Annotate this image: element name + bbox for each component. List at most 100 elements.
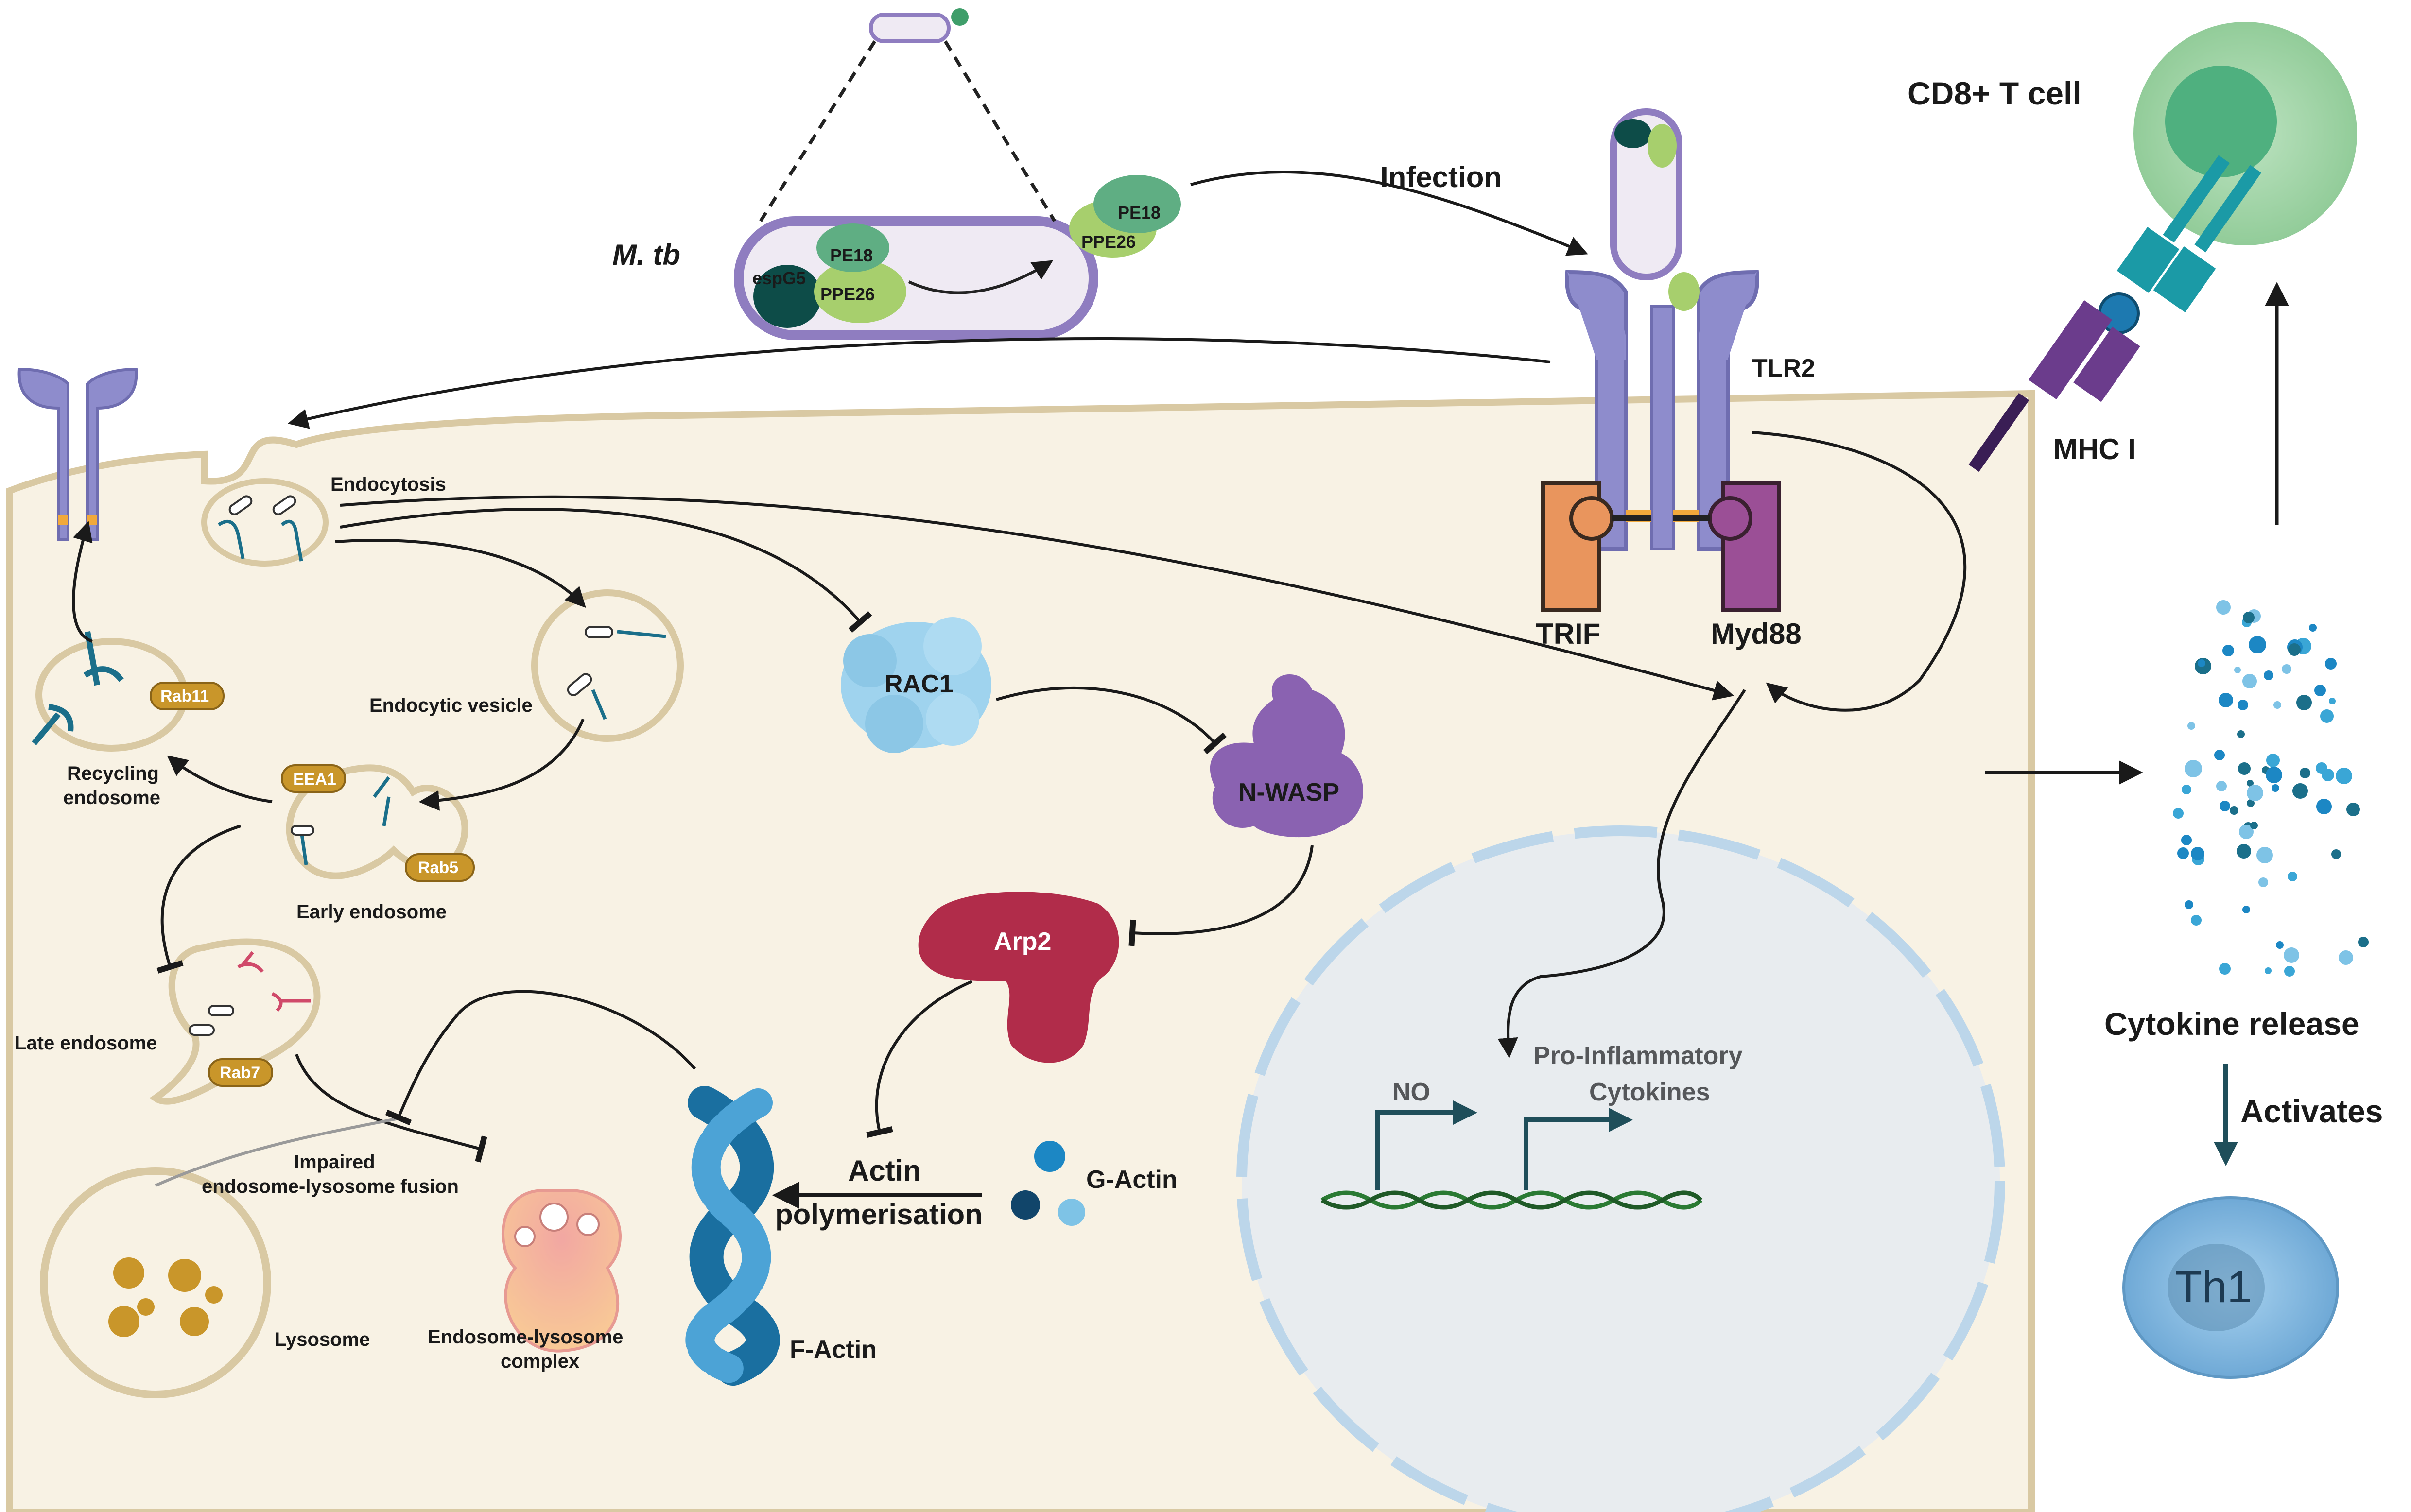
recycling-label-1: Recycling <box>67 763 159 784</box>
pro-inflammatory-label: Pro-Inflammatory <box>1533 1042 1743 1070</box>
early-endosome-label: Early endosome <box>296 901 447 923</box>
cytokine-particle <box>2242 674 2257 688</box>
activates-label: Activates <box>2240 1093 2383 1129</box>
myd88-label: Myd88 <box>1711 618 1802 650</box>
rab11-badge: Rab11 <box>150 682 225 710</box>
recycled-receptor-icon <box>17 367 138 541</box>
f-actin-filament-icon <box>685 1086 780 1387</box>
late-endosome-icon <box>149 938 321 1105</box>
cytokine-particle <box>2296 695 2312 710</box>
endocytosis-to-myd88-arrow <box>340 495 1735 701</box>
cd8-t-cell-icon <box>2133 22 2357 245</box>
cytokine-particles-icon <box>2173 600 2369 977</box>
early-to-late-inhibition <box>156 825 241 974</box>
cytokine-particle <box>2336 768 2352 784</box>
cytokine-particle <box>2243 612 2255 623</box>
endosome-lysosome-complex-icon <box>502 1189 622 1353</box>
trif-label: TRIF <box>1536 618 1600 650</box>
nwasp-to-arp2-inhibition <box>1128 845 1314 946</box>
cytokine-promoter-arrow <box>1524 1108 1633 1190</box>
arp2-to-polymerisation-inhibition <box>866 980 973 1138</box>
mhc-label: MHC I <box>2053 433 2136 465</box>
cytokine-release-label: Cytokine release <box>2104 1006 2359 1042</box>
polymerisation-label: polymerisation <box>775 1198 983 1231</box>
endocytosis-to-rac1-inhibition <box>340 508 872 633</box>
cytokine-particle <box>2264 670 2273 680</box>
cytokine-particle <box>2316 799 2332 814</box>
cytokine-particle <box>2242 906 2250 913</box>
cytokine-particle <box>2273 701 2281 709</box>
late-to-complex-inhibition <box>295 1053 487 1163</box>
pe18-ppe26-complex-outside <box>1069 175 1181 258</box>
cytokine-particle <box>2191 847 2204 860</box>
rab11-label: Rab11 <box>160 687 209 705</box>
cytokine-particle <box>2292 783 2308 799</box>
cytokine-particle <box>2237 730 2245 738</box>
cytokine-particle <box>2284 966 2295 977</box>
m-tb-label: M. tb <box>612 239 680 271</box>
myd88-to-nucleus-arrow <box>1497 689 1746 1059</box>
cytokine-particle <box>2314 685 2326 696</box>
myd88-feedback-arrow <box>1752 431 1967 712</box>
arp2-label: Arp2 <box>994 928 1051 956</box>
cd8-label: CD8+ T cell <box>1908 75 2081 111</box>
eea1-label: EEA1 <box>293 770 336 789</box>
dna-icon <box>1320 1190 1703 1210</box>
endocytosis-pit-icon <box>201 478 329 567</box>
eea1-badge: EEA1 <box>281 764 346 793</box>
rab7-badge: Rab7 <box>208 1058 273 1087</box>
endocytosis-label: Endocytosis <box>330 474 446 495</box>
pe18-label-inside: PE18 <box>830 245 873 265</box>
cytokine-particle <box>2284 947 2299 963</box>
cytokine-particle <box>2182 785 2191 794</box>
factin-to-fusion-inhibition <box>385 990 696 1126</box>
cytokine-particle <box>2309 624 2317 632</box>
ppe26-label-inside: PPE26 <box>820 284 875 304</box>
cytokine-particle <box>2177 847 2189 859</box>
ppe26-label-outside: PPE26 <box>1081 232 1136 252</box>
cytokine-particle <box>2329 698 2336 704</box>
cytokine-particle <box>2247 785 2263 801</box>
cytokine-particle <box>2181 835 2192 845</box>
cytokine-particle <box>2234 667 2241 673</box>
rab5-badge: Rab5 <box>405 853 475 882</box>
trif-adaptor-icon <box>1541 481 1651 612</box>
th1-label: Th1 <box>2175 1262 2252 1312</box>
rac1-to-nwasp-inhibition <box>996 686 1227 755</box>
rab7-label: Rab7 <box>220 1064 260 1082</box>
endocytic-vesicle-label: Endocytic vesicle <box>369 695 533 716</box>
rac1-label: RAC1 <box>885 670 954 698</box>
cytokine-particle <box>2216 781 2227 791</box>
endocytic-vesicle-icon <box>531 589 684 742</box>
cytokine-particle <box>2198 659 2205 667</box>
early-to-recycling-arrow <box>167 755 273 803</box>
cytokine-particle <box>2276 941 2284 949</box>
cytokine-particle <box>2247 799 2255 807</box>
cytokine-particle <box>2219 963 2231 975</box>
n-wasp-protein-icon <box>1210 674 1363 838</box>
cytokine-particle <box>2358 937 2369 947</box>
cytokine-particle <box>2339 950 2353 965</box>
cytokine-particle <box>2322 769 2334 781</box>
cytokine-particle <box>2185 900 2193 909</box>
late-endosome-label: Late endosome <box>15 1032 157 1054</box>
rac1-protein-icon <box>841 617 991 753</box>
cytokine-particle <box>2346 803 2360 816</box>
cytokines-label: Cytokines <box>1589 1078 1710 1106</box>
tcr-mhc-complex-icon <box>1968 155 2262 472</box>
infection-arrow <box>1190 171 1588 256</box>
cytokine-particle <box>2288 643 2301 656</box>
f-actin-label: F-Actin <box>790 1336 877 1364</box>
pit-to-vesicle-arrow <box>335 538 586 608</box>
cytokine-particle <box>2237 844 2251 859</box>
infection-label: Infection <box>1380 161 1502 193</box>
cytokine-particle <box>2222 645 2234 656</box>
cytokine-particle <box>2185 760 2202 777</box>
cytokine-particle <box>2282 664 2291 674</box>
cytokine-particle <box>2325 658 2337 670</box>
cytokine-particle <box>2266 754 2280 767</box>
el-complex-label-1: Endosome-lysosome <box>428 1326 623 1348</box>
recycling-to-membrane-arrow <box>72 520 93 643</box>
cytokine-particle <box>2265 967 2272 974</box>
